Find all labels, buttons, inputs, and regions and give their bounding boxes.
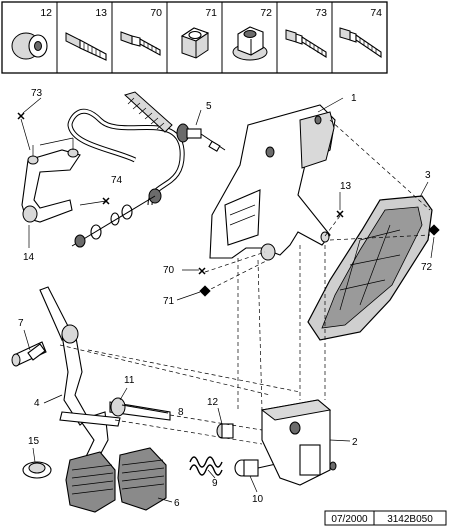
pedal-stop-grommet: [22, 461, 52, 479]
screw-icon: [285, 29, 327, 58]
fastener-markers: [17, 112, 440, 297]
spacer-bushing: [216, 423, 234, 439]
pedal-bushing: [234, 459, 286, 477]
callout-labels: 1 2 3 4 5 6 7 8 9 10 11 12 13 14 15 70 7…: [18, 88, 433, 509]
footer: 07/2000 3142B050: [324, 510, 447, 526]
footer-date: 07/2000: [331, 514, 368, 525]
hex-bolt-icon: [65, 32, 107, 61]
callout-70: 70: [163, 265, 175, 276]
parts-cell-number: 70: [150, 7, 162, 19]
footer-reference: 3142B050: [387, 514, 433, 525]
parts-cell-number: 12: [40, 7, 52, 19]
parts-cell-13[interactable]: 13: [65, 7, 107, 61]
cable-boot: [124, 91, 173, 133]
pedal-pin: [121, 404, 169, 414]
parts-strip: 12 13 70: [1, 1, 388, 74]
parts-cell-number: 72: [260, 7, 272, 19]
cable-bracket: [21, 137, 81, 223]
parts-cell-number: 74: [370, 7, 382, 19]
pedal-box-bracket: [209, 104, 336, 261]
callout-12: 12: [207, 397, 219, 408]
parts-cell-number: 73: [315, 7, 327, 19]
callout-1: 1: [351, 93, 357, 104]
callout-15: 15: [28, 436, 40, 447]
parts-cell-72[interactable]: 72: [232, 7, 272, 61]
callout-2: 2: [352, 437, 358, 448]
clutch-cable: [67, 91, 226, 248]
screw-long-icon: [339, 27, 382, 59]
parts-cell-70[interactable]: 70: [120, 7, 162, 56]
square-marker-71: [199, 285, 211, 297]
cross-marker-13: [336, 210, 344, 218]
cross-marker-70: [198, 267, 206, 275]
callout-8: 8: [178, 407, 184, 418]
hex-screw-icon: [120, 31, 161, 56]
parts-cell-74[interactable]: 74: [339, 7, 382, 59]
parts-cell-73[interactable]: 73: [285, 7, 327, 58]
cross-marker-73: [17, 112, 25, 120]
callout-73: 73: [31, 88, 43, 99]
cable-lower-end: [71, 188, 162, 248]
cable-end-fitting: [176, 123, 226, 152]
callout-5: 5: [206, 101, 212, 112]
insulation-pad: [307, 195, 433, 341]
callout-9: 9: [212, 478, 218, 489]
flange-nut-icon: [232, 26, 268, 61]
clutch-pedal-lever: [39, 286, 109, 471]
pedal-pad-right: [117, 447, 167, 511]
pivot-pin: [27, 343, 46, 361]
callout-71: 71: [163, 296, 175, 307]
return-spring: [189, 456, 223, 476]
leader-lines: [20, 97, 435, 503]
square-marker-72: [428, 224, 440, 236]
callout-11: 11: [124, 375, 135, 386]
pedal-pad-left: [65, 451, 116, 513]
callout-74: 74: [111, 175, 123, 186]
callout-4: 4: [34, 398, 40, 409]
callout-13: 13: [340, 181, 352, 192]
pedal-switch-bracket: [260, 399, 337, 486]
callout-14: 14: [23, 252, 35, 263]
parts-cell-number: 71: [205, 7, 217, 19]
callout-72: 72: [421, 262, 433, 273]
hex-nut-icon: [180, 27, 210, 59]
parts-cell-number: 13: [95, 7, 107, 19]
callout-10: 10: [252, 494, 264, 505]
callout-6: 6: [174, 498, 180, 509]
parts-cell-12[interactable]: 12: [11, 7, 52, 60]
callout-7: 7: [18, 318, 24, 329]
parts-cell-71[interactable]: 71: [180, 7, 217, 59]
callout-3: 3: [425, 170, 431, 181]
brake-pedal-lever: [59, 397, 171, 427]
pedal-shaft: [11, 341, 301, 396]
bushing-icon: [11, 32, 48, 60]
